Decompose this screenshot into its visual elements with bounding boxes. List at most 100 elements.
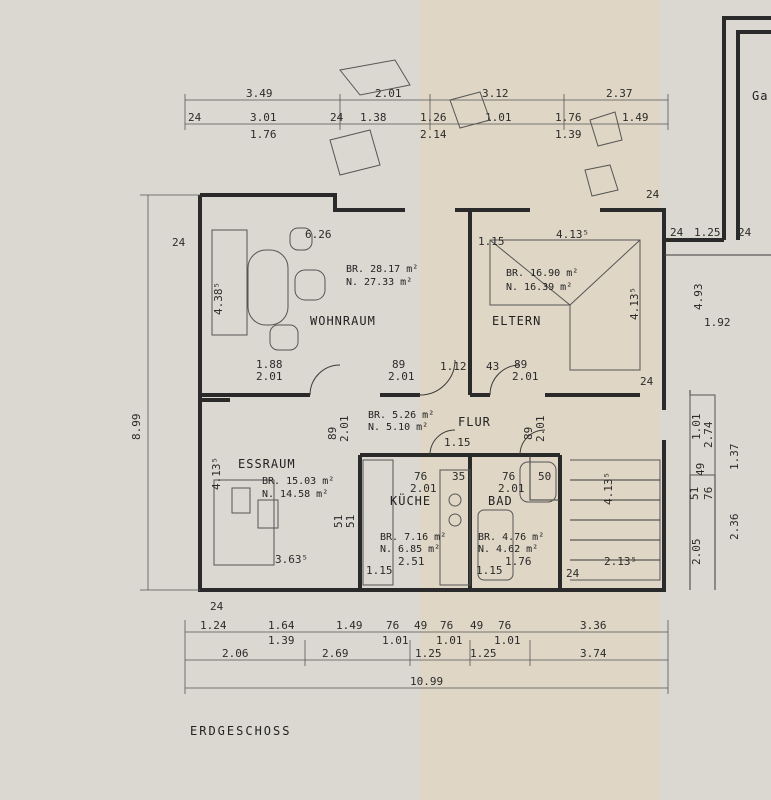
bottom-dim-2: 1.64 — [268, 619, 295, 632]
dim-24g: 24 — [210, 600, 224, 613]
width-wohnraum: 6.26 — [305, 228, 332, 241]
room-wohnraum: WOHNRAUM BR. 28.17 m² N. 27.33 m² 6.26 4… — [212, 228, 418, 328]
bottom-dimension-lines — [184, 620, 669, 694]
dim-76a: 76 — [414, 470, 427, 483]
bottom-dim2-2: 2.69 — [322, 647, 349, 660]
area-n-eltern: N. 16.39 m² — [506, 282, 572, 293]
dim-274: 2.74 — [702, 421, 715, 448]
bottom-total-dim: 10.99 — [410, 675, 443, 688]
dim-192: 1.92 — [704, 316, 731, 329]
room-essraum: ESSRAUM BR. 15.03 m² N. 14.58 m² 3.63⁵ 4… — [210, 457, 334, 566]
width-kueche: 2.51 — [398, 555, 425, 568]
dim-112: 1.12 — [440, 360, 467, 373]
room-name-wohnraum: WOHNRAUM — [310, 314, 376, 328]
dim-24b: 24 — [646, 188, 660, 201]
garage-label: Ga — [752, 89, 768, 103]
bottom-dim2-1: 2.06 — [222, 647, 249, 660]
bottom-dim-sub-1: 1.39 — [268, 634, 295, 647]
area-n-essraum: N. 14.58 m² — [262, 489, 328, 500]
dim-51b: 51 — [344, 515, 357, 528]
dim-50: 50 — [538, 470, 551, 483]
left-total-dim: 8.99 — [130, 414, 143, 441]
bottom-dim-6: 76 — [440, 619, 453, 632]
interior-furniture — [211, 227, 716, 586]
room-flur: FLUR BR. 5.26 m² N. 5.10 m² — [368, 410, 490, 433]
depth-essraum: 4.13⁵ — [210, 457, 223, 490]
top-dim2-5: 1.26 — [420, 111, 447, 124]
bottom-dim-1: 1.24 — [200, 619, 227, 632]
area-n-wohnraum: N. 27.33 m² — [346, 277, 412, 288]
width-essraum: 3.63⁵ — [275, 553, 308, 566]
top-dims-row2: 24 3.01 24 1.38 1.26 1.01 1.76 1.49 1.76… — [188, 111, 649, 141]
bottom-dim-4: 76 — [386, 619, 399, 632]
top-dim2-6: 1.01 — [485, 111, 512, 124]
dim-76b: 76 — [502, 470, 515, 483]
top-dim-4: 2.37 — [606, 87, 633, 100]
room-bad: BAD BR. 4.76 m² N. 4.62 m² 1.76 — [478, 494, 544, 568]
dining-table-oval — [247, 249, 289, 326]
dim-24f: 24 — [566, 567, 580, 580]
bottom-dim-sub-4: 1.01 — [494, 634, 521, 647]
dim-201c: 2.01 — [512, 370, 539, 383]
dim-51a: 51 — [332, 515, 345, 528]
area-br-essraum: BR. 15.03 m² — [262, 476, 334, 487]
bottom-dim-8: 76 — [498, 619, 511, 632]
dim-43: 43 — [486, 360, 499, 373]
dim-137: 1.37 — [728, 444, 741, 471]
dim-101: 1.01 — [690, 414, 703, 441]
terrace-furniture — [329, 59, 623, 197]
top-dimension-lines — [184, 94, 669, 130]
area-n-flur: N. 5.10 m² — [368, 422, 428, 433]
dim-24c: 24 — [670, 226, 684, 239]
top-dim2-sub-3: 1.39 — [555, 128, 582, 141]
area-n-kueche: N. 6.85 m² — [380, 544, 440, 555]
dim-201e: 2.01 — [534, 416, 547, 443]
top-dim2-3: 24 — [330, 111, 344, 124]
area-br-kueche: BR. 7.16 m² — [380, 532, 446, 543]
sideboard — [211, 229, 248, 336]
outer-walls — [198, 193, 771, 592]
dim-115a: 1.15 — [478, 235, 505, 248]
bottom-dim-3: 1.49 — [336, 619, 363, 632]
top-dim-3: 3.12 — [482, 87, 509, 100]
dim-49: 49 — [694, 463, 707, 476]
top-dims-row1: 3.49 2.01 3.12 2.37 — [246, 87, 633, 100]
dim-201f: 2.01 — [410, 482, 437, 495]
bathtub — [477, 509, 514, 581]
bottom-dim2-4: 1.25 — [470, 647, 497, 660]
dim-115b: 1.15 — [444, 436, 471, 449]
bottom-dim-9: 3.36 — [580, 619, 607, 632]
top-dim2-1: 24 — [188, 111, 202, 124]
bottom-dim-sub-2: 1.01 — [382, 634, 409, 647]
room-kueche: KÜCHE BR. 7.16 m² N. 6.85 m² 2.51 — [380, 492, 446, 568]
dining-bench — [213, 479, 275, 566]
width-bad: 1.76 — [505, 555, 532, 568]
room-eltern: ELTERN BR. 16.90 m² N. 16.39 m² 4.13⁵ 4.… — [492, 228, 641, 328]
dim-188: 1.88 — [256, 358, 283, 371]
dim-35: 35 — [452, 470, 465, 483]
toilet — [519, 461, 557, 503]
kitchen-counter — [362, 459, 394, 586]
top-dim2-2: 3.01 — [250, 111, 277, 124]
depth-eltern: 4.13⁵ — [628, 287, 641, 320]
dim-24e: 24 — [640, 375, 654, 388]
left-dimension: 8.99 — [130, 194, 200, 591]
top-dim2-8: 1.49 — [622, 111, 649, 124]
dim-201d: 2.01 — [338, 416, 351, 443]
dim-24a: 24 — [172, 236, 186, 249]
misc-dims: 24 24 24 24 24 24 24 1.25 4.93 1.92 1.88… — [172, 188, 752, 613]
dim-115d: 1.15 — [476, 564, 503, 577]
dim-76c: 76 — [702, 487, 715, 500]
area-br-bad: BR. 4.76 m² — [478, 532, 544, 543]
dim-201b: 2.01 — [388, 370, 415, 383]
depth-wohnraum: 4.38⁵ — [212, 282, 225, 315]
dim-493: 4.93 — [692, 284, 705, 311]
dim-89c: 89 — [326, 427, 339, 440]
dim-24d: 24 — [738, 226, 752, 239]
dim-89d: 89 — [522, 427, 535, 440]
width-eltern: 4.13⁵ — [556, 228, 589, 241]
dim-201g: 2.01 — [498, 482, 525, 495]
dim-413: 4.13⁵ — [602, 472, 615, 505]
bottom-dim-sub-3: 1.01 — [436, 634, 463, 647]
